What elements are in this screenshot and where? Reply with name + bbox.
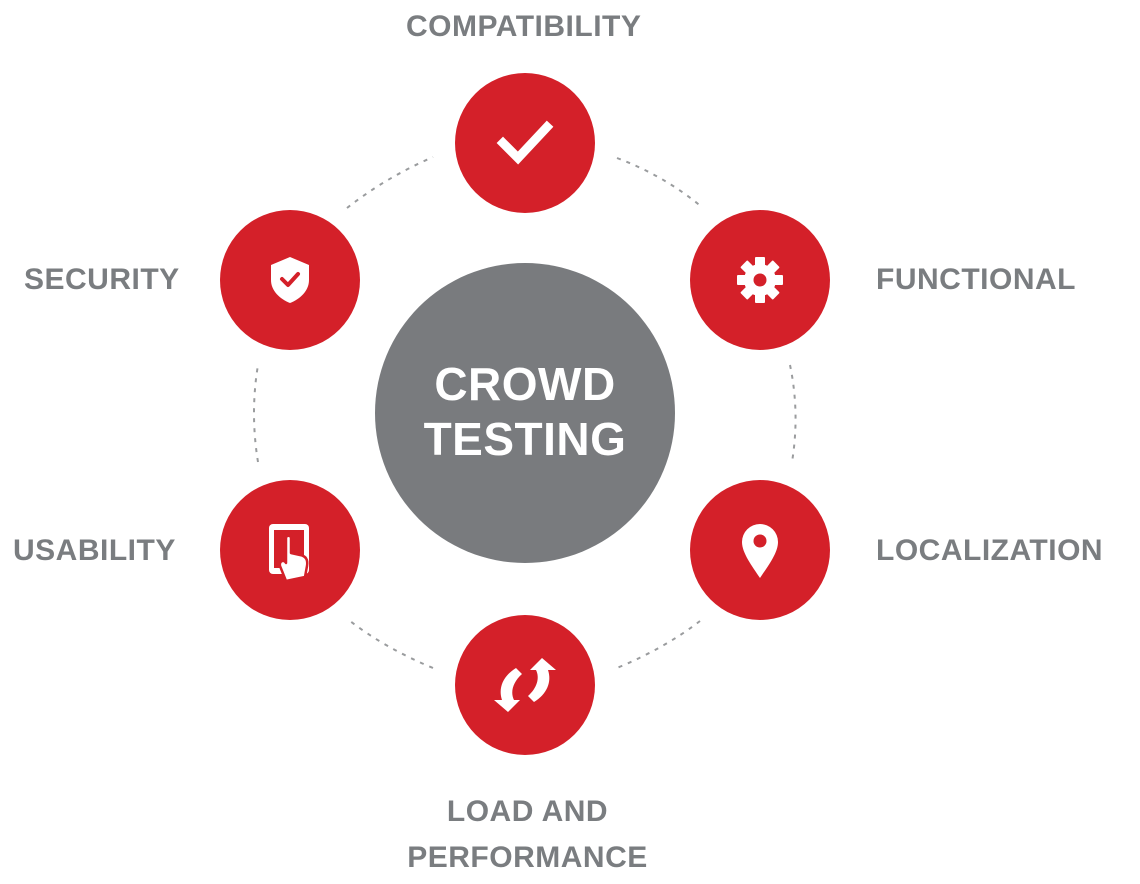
checkmark-icon <box>496 120 554 165</box>
node-functional <box>690 210 830 350</box>
node-compatibility <box>455 73 595 213</box>
label-compatibility: COMPATIBILITY <box>406 10 642 43</box>
label-functional: FUNCTIONAL <box>876 263 1076 296</box>
sync-arrows-icon <box>494 658 556 712</box>
shield-check-icon <box>271 257 309 303</box>
connector-bottom-right <box>616 620 701 669</box>
center-circle <box>375 263 675 563</box>
node-usability <box>220 480 360 620</box>
label-security: SECURITY <box>24 263 180 296</box>
tablet-touch-icon <box>269 524 309 583</box>
label-usability: USABILITY <box>13 534 176 567</box>
node-localization <box>690 480 830 620</box>
connector-top-left <box>346 156 434 209</box>
label-load-and: LOAD AND <box>446 795 609 828</box>
connector-left <box>253 364 259 463</box>
gear-icon <box>737 257 783 303</box>
map-pin-icon <box>742 524 778 578</box>
connector-ring <box>253 156 797 669</box>
connector-top-right <box>616 157 704 209</box>
label-performance: PERFORMANCE <box>407 841 648 874</box>
node-load-performance <box>455 615 595 755</box>
center-title: CROWD TESTING <box>375 357 675 467</box>
connector-right <box>789 364 797 463</box>
center-title-line2: TESTING <box>423 413 627 465</box>
connector-bottom-left <box>349 620 434 669</box>
center-title-line1: CROWD <box>434 358 616 410</box>
node-load-performance-circle <box>455 615 595 755</box>
label-localization: LOCALIZATION <box>876 534 1104 567</box>
node-security <box>220 210 360 350</box>
node-compatibility-circle <box>455 73 595 213</box>
